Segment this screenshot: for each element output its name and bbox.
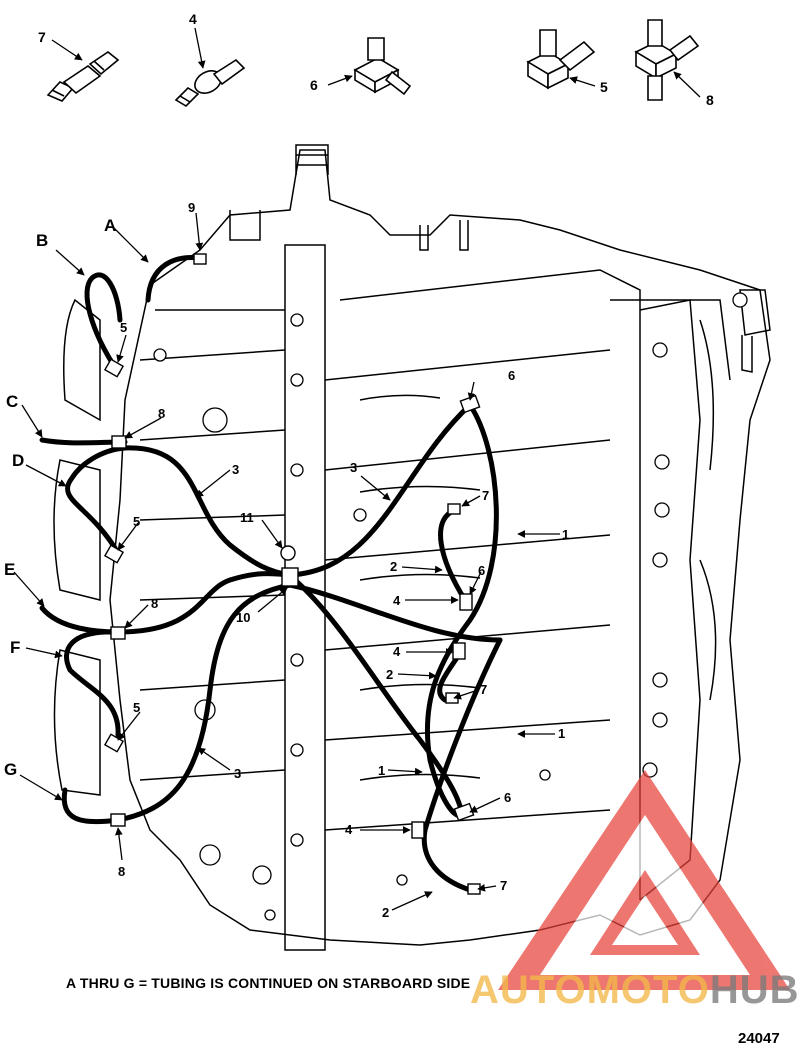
leader-lines [13, 27, 701, 911]
watermark-text: AUTOMOTOHUB [470, 968, 800, 1013]
label-1-mid: 1 [558, 726, 565, 741]
fitting-4-icon [174, 58, 246, 108]
label-10: 10 [236, 610, 250, 625]
tube-fittings [103, 253, 481, 895]
label-4-mid: 4 [393, 644, 401, 659]
watermark-text-b: HUB [709, 968, 800, 1012]
tubing-lines [39, 255, 503, 893]
label-4-top: 4 [393, 593, 401, 608]
watermark-text-a: AUTOMOTO [470, 968, 710, 1012]
fitting-6-tee-icon [353, 37, 412, 96]
fitting-8-tee-icon [634, 19, 700, 101]
label-3-right: 3 [350, 460, 357, 475]
label-c: C [6, 392, 18, 411]
label-fitting-7: 7 [38, 29, 46, 45]
label-d: D [12, 451, 24, 470]
label-5-low: 5 [133, 700, 140, 715]
label-3-left-low: 3 [234, 766, 241, 781]
label-1-low: 1 [378, 763, 385, 778]
label-g: G [4, 760, 17, 779]
label-b: B [36, 231, 48, 250]
label-2-mid: 2 [386, 667, 393, 682]
label-6-low: 6 [504, 790, 511, 805]
label-8-top: 8 [158, 406, 165, 421]
label-fitting-5: 5 [600, 79, 608, 95]
label-3-left-top: 3 [232, 462, 239, 477]
label-8-low: 8 [118, 864, 125, 879]
engine-bolts [153, 292, 748, 921]
label-e: E [4, 560, 15, 579]
label-fitting-6: 6 [310, 77, 318, 93]
watermark-logo-icon [498, 770, 790, 990]
label-6-top: 6 [508, 368, 515, 383]
label-7-low: 7 [500, 878, 507, 893]
figure-number: 24047 [738, 1030, 780, 1047]
label-7-top: 7 [482, 488, 489, 503]
label-6-mid: 6 [478, 563, 485, 578]
fitting-7-icon [46, 51, 120, 102]
label-8-mid: 8 [151, 596, 158, 611]
label-2-top: 2 [390, 559, 397, 574]
engine-block [53, 144, 771, 951]
label-5-mid: 5 [133, 514, 140, 529]
label-4-low: 4 [345, 822, 353, 837]
diagram-note: A THRU G = TUBING IS CONTINUED ON STARBO… [66, 975, 471, 991]
label-9: 9 [188, 200, 195, 215]
label-11: 11 [240, 510, 254, 525]
label-5-top: 5 [120, 320, 127, 335]
label-7-mid: 7 [480, 682, 487, 697]
fitting-5-elbow-icon [526, 29, 596, 90]
label-2-low: 2 [382, 905, 389, 920]
label-fitting-8: 8 [706, 92, 714, 108]
label-f: F [10, 638, 20, 657]
label-a: A [104, 216, 116, 235]
label-1-top: 1 [562, 527, 569, 542]
label-fitting-4: 4 [189, 11, 197, 27]
